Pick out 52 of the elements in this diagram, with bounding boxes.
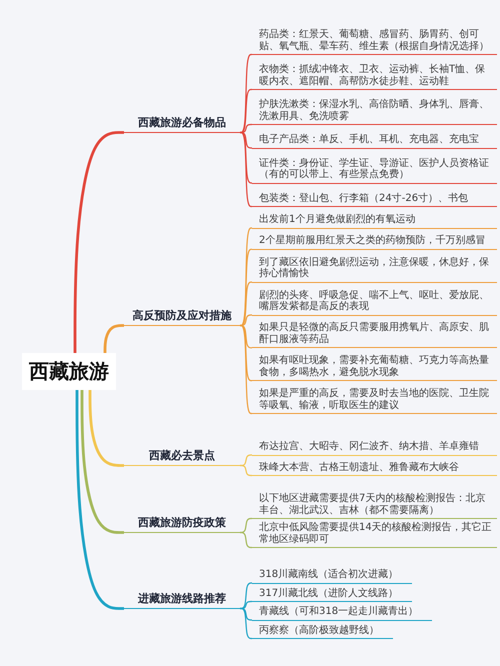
connector-line <box>240 314 252 326</box>
subtopic-item: 以下地区进藏需要提供7天内的核酸检测报告：北京丰台、湖北武汉、吉林（都不需要隔离） <box>252 492 497 519</box>
connector-line <box>240 132 252 149</box>
subtopic-item: 如果有呕吐现象，需要补充葡萄糖、巧克力等高热量食物，多喝热水，避免脱水现象 <box>252 354 497 382</box>
branch-topic: 西藏必去景点 <box>124 449 240 466</box>
connector-line <box>240 248 252 326</box>
connector-line <box>240 132 252 184</box>
subtopic-item: 剧烈的头疼、呼吸急促、喘不上气、呕吐、爱放屁、嘴唇发紫都是高反的表现 <box>252 288 497 316</box>
branch-connector <box>88 390 124 467</box>
connector-line <box>240 600 252 610</box>
branch-topic: 西藏旅游防疫政策 <box>124 516 240 533</box>
central-topic: 西藏旅游 <box>22 353 116 390</box>
connector-line <box>240 518 252 534</box>
connector-line <box>240 532 252 548</box>
connector-line <box>240 608 252 621</box>
subtopic-item: 北京中低风险需要提供14天的核酸检测报告，其它正常地区绿码即可 <box>252 521 497 548</box>
connector-line <box>240 282 252 326</box>
subtopic-item: 青藏线（可和318一起走川藏青出） <box>252 605 432 620</box>
subtopic-item: 电子产品类：单反、手机、耳机、充电器、充电宝 <box>252 133 497 148</box>
subtopic-item: 珠峰大本营、古格王朝遗址、雅鲁藏布大峡谷 <box>252 460 497 476</box>
connector-line <box>240 464 252 476</box>
connector-line <box>240 324 252 348</box>
subtopic-item: 衣物类：抓绒冲锋衣、卫衣、运动裤、长袖T恤、保暖内衣、遮阳帽、高帮防水徒步鞋、运动鞋 <box>252 63 497 90</box>
subtopic-item: 丙察察（高阶极致越野线） <box>252 624 393 639</box>
subtopic-item: 318川藏南线（适合初次进藏） <box>252 568 412 584</box>
subtopic-item: 布达拉宫、大昭寺、冈仁波齐、纳木措、羊卓雍错 <box>252 440 497 456</box>
subtopic-item: 2个星期前服用红景天之类的药物预防，千万别感冒 <box>252 234 497 250</box>
subtopic-item: 出发前1个月避免做剧烈的有氧运动 <box>252 213 497 228</box>
connector-line <box>240 608 252 640</box>
connector-line <box>240 227 252 326</box>
connector-line <box>240 582 252 610</box>
subtopic-item: 317川藏北线（进阶人文线路） <box>252 586 412 602</box>
subtopic-item: 包装类：登山包、行李箱（24寸-26寸）、书包 <box>252 192 497 207</box>
subtopic-item: 如果只是轻微的高反只需要服用携氧片、高原安、肌酐口服液等药品 <box>252 321 497 348</box>
subtopic-item: 证件类：身份证、学生证、导游证、医护人员资格证（有的可以带上、有些景点免费） <box>252 156 497 184</box>
connector-line <box>240 88 252 134</box>
connector-line <box>240 124 252 134</box>
connector-line <box>240 454 252 466</box>
connector-line <box>240 132 252 208</box>
subtopic-item: 护肤洗漱类：保湿水乳、高倍防晒、身体乳、唇膏、洗漱用具、免洗喷雾 <box>252 98 497 125</box>
subtopic-item: 药品类：红景天、葡萄糖、感冒药、肠胃药、创可贴、氧气瓶、晕车药、维生素（根据自身情况选择） <box>252 28 497 55</box>
branch-topic: 高反预防及应对措施 <box>124 309 240 326</box>
branch-connector <box>76 390 124 610</box>
connector-line <box>240 324 252 414</box>
branch-connector <box>80 390 124 534</box>
connector-line <box>240 324 252 382</box>
branch-topic: 西藏旅游必备物品 <box>124 116 240 133</box>
subtopic-item: 如果是严重的高反，需要及时去当地的医院、卫生院等吸氧、输液，听取医生的建议 <box>252 387 497 414</box>
connector-line <box>240 54 252 134</box>
subtopic-item: 到了藏区依旧避免剧烈运动，注意保暖，休息好，保持心情愉快 <box>252 256 497 283</box>
branch-topic: 进藏旅游线路推荐 <box>124 592 240 609</box>
branch-connector <box>74 131 124 353</box>
